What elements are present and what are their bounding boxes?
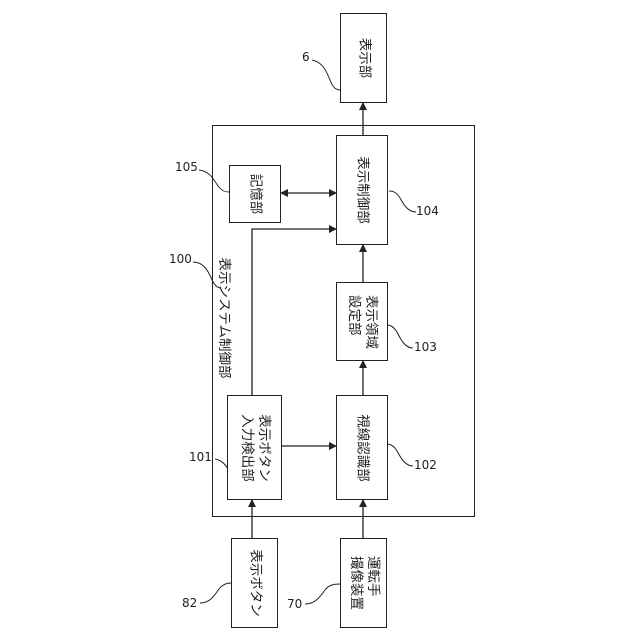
ref-display: 6: [302, 50, 310, 64]
display-area-setting-label: 表示領域 設定部: [345, 295, 379, 349]
button-input-detection-label: 表示ボタン 入力検出部: [238, 414, 272, 482]
driver-camera-label: 運転手 撮像装置: [347, 556, 381, 610]
ref-display-control: 104: [416, 204, 439, 218]
ref-storage: 105: [175, 160, 198, 174]
display-block: 表示部: [340, 13, 387, 103]
gaze-recognition-block: 視線認識部: [336, 395, 388, 500]
driver-camera-block: 運転手 撮像装置: [340, 538, 387, 628]
display-system-control-label: 表示システム制御部: [216, 257, 236, 378]
display-button-block: 表示ボタン: [231, 538, 278, 628]
storage-label: 記憶部: [247, 174, 264, 215]
ref-button-input-detection: 101: [189, 450, 212, 464]
ref-display-button: 82: [182, 596, 197, 610]
storage-block: 記憶部: [229, 165, 281, 223]
display-control-label: 表示制御部: [354, 156, 371, 224]
ref-area-setting: 103: [414, 340, 437, 354]
ref-driver-camera: 70: [287, 597, 302, 611]
leader-70: [305, 584, 340, 604]
ref-system: 100: [169, 252, 192, 266]
display-area-setting-block: 表示領域 設定部: [336, 282, 388, 361]
button-input-detection-block: 表示ボタン 入力検出部: [227, 395, 282, 500]
display-block-label: 表示部: [355, 38, 372, 79]
display-button-label: 表示ボタン: [246, 549, 263, 617]
display-control-block: 表示制御部: [336, 135, 388, 245]
gaze-recognition-label: 視線認識部: [354, 414, 371, 482]
leader-82: [200, 583, 231, 603]
ref-gaze-recognition: 102: [414, 458, 437, 472]
leader-6: [312, 60, 341, 90]
